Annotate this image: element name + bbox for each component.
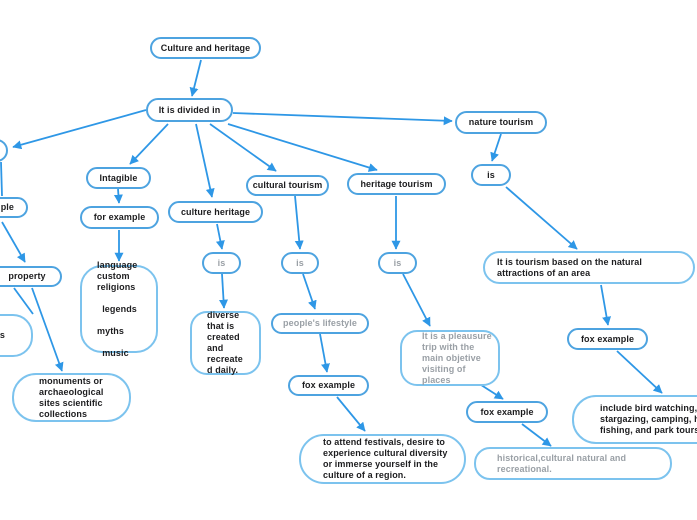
connector-divided-clipped-top — [12, 109, 147, 150]
node-heritage-tourism[interactable]: heritage tourism — [347, 173, 446, 195]
node-is-nature[interactable]: is — [471, 164, 511, 186]
node-label: diverse that is created and recreate d d… — [207, 310, 243, 375]
connector-fox-example-low-historical-box — [521, 423, 552, 447]
connector-fox-example-right-include-box — [616, 350, 663, 394]
connector-clipped-top-clipped-ple — [0, 161, 3, 197]
connector-divided-intagible — [129, 123, 169, 165]
node-intagible[interactable]: Intagible — [86, 167, 151, 189]
node-is-1[interactable]: is — [202, 252, 241, 274]
connector-divided-cultural-tourism — [209, 123, 277, 172]
node-label: language custom religions legends myths … — [97, 259, 138, 358]
connector-cultural-tourism-is-2 — [294, 195, 304, 250]
node-label: nature tourism — [468, 117, 534, 127]
node-it-is-divided-in[interactable]: It is divided in — [146, 98, 233, 122]
node-label: s — [0, 330, 5, 340]
connector-is-1-diverse-box — [219, 273, 229, 309]
node-peoples-lifestyle[interactable]: people's lifestyle — [271, 313, 369, 334]
connector-property-clipped-s — [13, 287, 34, 315]
node-is-2[interactable]: is — [281, 252, 319, 274]
connector-peoples-lifestyle-fox-example-mid — [319, 333, 330, 373]
node-pleasure-trip-description[interactable]: It is a pleausure trip with the main obj… — [400, 330, 500, 386]
node-label: is — [217, 257, 226, 268]
node-fox-example-mid[interactable]: fox example — [288, 375, 369, 396]
node-label: It is divided in — [158, 104, 221, 115]
node-nature-activities-examples[interactable]: include bird watching,phot stargazing, c… — [572, 395, 697, 444]
connector-nature-desc-fox-example-right — [600, 284, 612, 326]
connector-root-divided — [189, 59, 202, 97]
node-diverse-description[interactable]: diverse that is created and recreate d d… — [190, 310, 261, 375]
connector-clipped-ple-property — [1, 221, 26, 263]
connector-divided-nature-tourism — [232, 112, 453, 126]
node-cultural-tourism[interactable]: cultural tourism — [246, 175, 329, 196]
node-label: property — [8, 271, 46, 281]
node-intangible-examples[interactable]: language custom religions legends myths … — [80, 260, 158, 358]
node-nature-tourism[interactable]: nature tourism — [455, 111, 547, 134]
node-label: is — [296, 257, 304, 268]
node-label: heritage tourism — [360, 178, 433, 189]
node-label: to attend festivals, desire to experienc… — [323, 437, 448, 480]
node-clipped-ple[interactable]: ple — [0, 197, 28, 218]
node-label: is — [487, 169, 495, 180]
connector-is-3-pleasure-box — [402, 273, 431, 327]
node-label: Culture and heritage — [160, 42, 251, 53]
connector-divided-culture-heritage — [195, 123, 215, 198]
node-is-3[interactable]: is — [378, 252, 417, 274]
node-label: people's lifestyle — [283, 318, 357, 328]
node-label: for example — [93, 212, 146, 222]
node-label: cultural tourism — [252, 180, 323, 190]
node-label: fox example — [580, 333, 635, 344]
node-label: is — [393, 257, 402, 268]
node-for-example[interactable]: for example — [80, 206, 159, 229]
node-label: It is tourism based on the natural attra… — [497, 256, 642, 278]
node-clipped-s[interactable]: s — [0, 314, 33, 357]
node-label: ple — [0, 202, 14, 212]
node-label: monuments or archaeological sites scient… — [39, 375, 104, 419]
node-culture-heritage[interactable]: culture heritage — [168, 201, 263, 223]
node-fox-example-low[interactable]: fox example — [466, 401, 548, 423]
node-label: It is a pleausure trip with the main obj… — [422, 330, 492, 385]
connector-nature-tourism-is-nature — [490, 133, 502, 162]
node-label: historical,cultural natural and recreati… — [497, 452, 627, 474]
connector-is-2-peoples-lifestyle — [302, 273, 317, 310]
node-label: fox example — [480, 406, 534, 417]
node-historical-examples[interactable]: historical,cultural natural and recreati… — [474, 447, 672, 480]
node-label: include bird watching,phot stargazing, c… — [600, 403, 697, 435]
node-label: fox example — [301, 380, 356, 390]
connector-property-monuments-box — [31, 287, 64, 372]
node-festivals-description[interactable]: to attend festivals, desire to experienc… — [299, 434, 466, 484]
node-label: culture heritage — [180, 206, 251, 217]
node-nature-tourism-description[interactable]: It is tourism based on the natural attra… — [483, 251, 695, 284]
node-culture-and-heritage[interactable]: Culture and heritage — [150, 37, 261, 59]
node-monuments-examples[interactable]: monuments or archaeological sites scient… — [12, 373, 131, 422]
connector-intagible-for-example — [113, 188, 123, 204]
connector-culture-heritage-is-1 — [215, 223, 225, 250]
connector-fox-example-mid-festivals-box — [336, 396, 366, 432]
connector-is-nature-nature-desc — [505, 186, 578, 250]
node-label: Intagible — [99, 172, 138, 183]
node-property[interactable]: property — [0, 266, 62, 287]
connector-divided-heritage-tourism — [227, 123, 378, 172]
node-fox-example-right[interactable]: fox example — [567, 328, 648, 350]
